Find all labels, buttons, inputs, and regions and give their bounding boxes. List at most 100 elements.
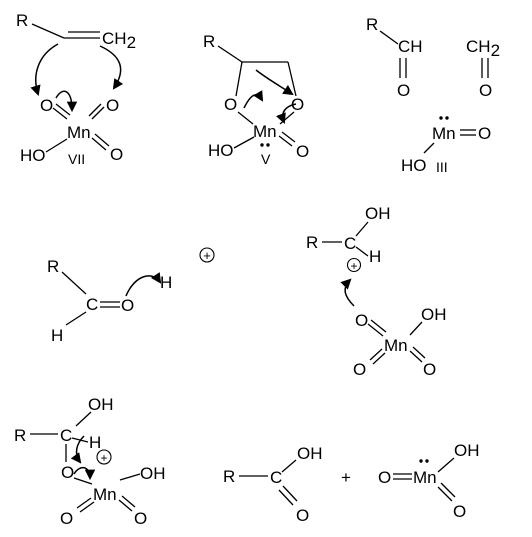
bond-mn-o-bottom-2 (94, 133, 110, 147)
bond-mn-o-right-2 (121, 495, 136, 508)
atom-oh: OH (454, 441, 480, 460)
atom-o-left: O (224, 95, 237, 114)
panel-manganate-ester-intermediate: OH R C H O + OH Mn O O (14, 395, 166, 528)
atom-mn: Mn (93, 485, 117, 504)
curved-arrow-o-right (276, 103, 297, 124)
bond-c-oh (75, 411, 92, 427)
atom-ch2: CH2 (102, 29, 136, 52)
bond-r-c (379, 30, 399, 45)
cation-charge-icon (199, 247, 215, 263)
bond-mn-o-top-1 (367, 323, 384, 337)
bond-mn-oh (409, 321, 423, 336)
atom-mn-vii: Mn (67, 123, 91, 142)
lone-pair-dot (260, 143, 264, 147)
atom-o-right: O (134, 509, 147, 528)
panel-carboxylic-acid-products: R C OH O + O Mn OH O (223, 441, 480, 525)
bond-mn-o-double-1 (437, 486, 453, 502)
oxidation-state-iii: III (436, 159, 448, 175)
bond-mn-o-right-1 (409, 350, 423, 363)
bond-mn-o-left-1 (372, 352, 386, 365)
lone-pair-dot (439, 116, 443, 120)
curved-arrow-o-to-carbocation (340, 278, 355, 307)
atom-r: R (223, 467, 235, 486)
atom-mn: Mn (413, 468, 437, 487)
atom-r: R (203, 32, 215, 51)
atom-mn: Mn (384, 336, 408, 355)
bond-mn-o-left (237, 111, 254, 125)
atom-c: C (60, 426, 72, 445)
bond-r-c (217, 45, 243, 63)
bond-mn-o-bottom-1 (278, 135, 293, 147)
atom-oh: OH (421, 305, 447, 324)
plus-sign: + (341, 468, 351, 487)
atom-o-bottom: O (296, 142, 309, 161)
curved-arrow-o-left (243, 90, 264, 109)
bond-mn-oh (423, 142, 435, 154)
atom-o: O (121, 296, 134, 315)
lone-pair-dot (266, 143, 270, 147)
bond-mn-oh (437, 457, 455, 473)
bond-c-h (355, 246, 369, 257)
curved-arrow-o-mn (73, 466, 96, 481)
bond-c-oh (281, 459, 297, 473)
atom-c: C (344, 234, 356, 253)
cation-charge-symbol: + (350, 259, 357, 273)
curved-arrow-mn-o (55, 90, 78, 113)
bond-mn-o-right-1 (118, 499, 133, 512)
atom-oh: OH (88, 395, 114, 414)
atom-o-bottom: O (110, 145, 123, 164)
lone-pair-dot (425, 459, 429, 463)
panel-aldehyde-protonation: R C O H H + (47, 247, 215, 345)
bond-mn-o-right-2 (412, 346, 426, 359)
atom-r: R (47, 257, 59, 276)
panel-alkene-permanganate: R CH2 O O Mn HO O VII (16, 11, 136, 167)
lone-pair-dot (419, 459, 423, 463)
bond-r-c (31, 23, 65, 39)
cation-charge-symbol: + (100, 451, 107, 465)
bond-c-h (65, 311, 87, 326)
atom-o: O (397, 81, 410, 100)
bond-mn-o-bottom-1 (91, 137, 107, 151)
atom-r: R (366, 15, 378, 34)
atom-ch: CH (398, 37, 423, 56)
oxidation-state-vii: VII (68, 151, 85, 167)
atom-oh: OH (297, 444, 323, 463)
bond-c-oh (355, 221, 369, 237)
atom-r: R (306, 233, 318, 252)
atom-o-right: O (106, 96, 119, 115)
bond-mn-o-left-2 (76, 497, 92, 509)
bond-mn-oh (233, 136, 255, 149)
oxidation-state-v: V (261, 151, 271, 167)
atom-o-left: O (40, 96, 53, 115)
atom-mn-v: Mn (253, 122, 277, 141)
atom-ho: HO (401, 156, 427, 175)
curved-arrow-pi-bond (30, 43, 59, 97)
atom-oh: OH (140, 464, 166, 483)
bond-mn-oh (119, 473, 141, 481)
atom-h-proton: H (160, 273, 172, 292)
curved-arrow-ch-bond (70, 435, 85, 464)
atom-oh: OH (365, 204, 391, 223)
bond-mn-oh (45, 138, 68, 153)
bond-o-mn (73, 477, 93, 485)
panel-cleavage-products: R CH O CH2 O Mn O HO III (366, 15, 500, 175)
bond-mn-o-left-2 (55, 103, 71, 116)
curved-arrow-oxo (99, 45, 124, 90)
atom-ho: HO (20, 146, 46, 165)
atom-mn-iii: Mn (432, 124, 456, 143)
atom-o: O (296, 506, 309, 525)
atom-o: O (479, 81, 492, 100)
atom-o: O (453, 502, 466, 521)
atom-o: O (478, 124, 491, 143)
bond-r-c (61, 271, 87, 295)
bond-mn-o-double-2 (440, 482, 456, 498)
bond-mn-o-right (279, 111, 295, 125)
atom-o-bridge: O (61, 463, 74, 482)
atom-o: O (378, 468, 391, 487)
atom-h: H (89, 433, 101, 452)
atom-ch2: CH2 (466, 37, 500, 60)
atom-o-left: O (60, 509, 73, 528)
panel-cyclic-manganate-ester: R O O Mn HO O V (203, 32, 309, 167)
curved-arrow-o-to-proton (125, 272, 162, 297)
